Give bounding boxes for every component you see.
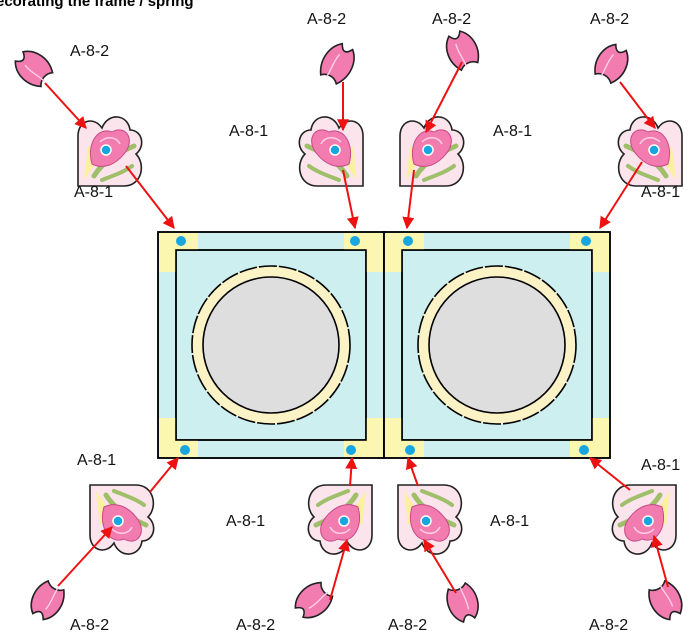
- label-petal: A-8-2: [432, 11, 471, 28]
- arrow: [589, 457, 631, 491]
- placement-dots: [176, 236, 591, 455]
- placement-dot: [405, 445, 415, 455]
- right-frame: [383, 231, 611, 459]
- arrow: [342, 169, 359, 230]
- arrow: [599, 161, 643, 230]
- corner-piece-bottom-2: [308, 485, 372, 554]
- label-corner: A-8-1: [493, 123, 532, 140]
- label-petal: A-8-2: [589, 617, 628, 633]
- arrow: [619, 81, 656, 129]
- label-petal: A-8-2: [388, 617, 427, 633]
- corner-piece-bottom-4: [612, 485, 676, 554]
- corner-piece-bottom-3: [398, 485, 462, 554]
- petal-bottom-3: [442, 580, 484, 626]
- arrow: [44, 82, 87, 129]
- placement-dot: [581, 236, 591, 246]
- petal-top-1: [8, 44, 58, 92]
- placement-dot: [403, 236, 413, 246]
- placement-dot: [180, 445, 190, 455]
- arrow: [405, 456, 419, 487]
- label-petal: A-8-2: [70, 617, 109, 633]
- label-corner: A-8-1: [490, 513, 529, 530]
- label-corner: A-8-1: [229, 123, 268, 140]
- corner-piece-top-1: [78, 117, 142, 186]
- arrow: [402, 169, 415, 230]
- label-corner: A-8-1: [641, 184, 680, 201]
- corner-piece-top-2: [299, 117, 363, 186]
- placement-dot: [346, 445, 356, 455]
- arrow: [125, 165, 175, 229]
- arrow: [345, 456, 358, 487]
- corner-piece-top-3: [400, 117, 464, 186]
- petal-top-3: [440, 26, 484, 74]
- left-frame: [157, 231, 385, 459]
- label-petal: A-8-2: [70, 43, 109, 60]
- petal-bottom-2: [288, 577, 338, 625]
- arrow: [149, 457, 179, 493]
- label-corner: A-8-1: [641, 457, 680, 474]
- petal-top-2: [314, 38, 362, 88]
- label-corner: A-8-1: [226, 513, 265, 530]
- label-corner: A-8-1: [77, 452, 116, 469]
- label-corner: A-8-1: [74, 184, 113, 201]
- labels: A-8-2 A-8-2 A-8-2 A-8-2 A-8-1 A-8-1 A-8-…: [70, 11, 680, 633]
- corner-piece-top-4: [618, 117, 682, 186]
- arrow: [425, 61, 463, 134]
- placement-dot: [350, 236, 360, 246]
- label-petal: A-8-2: [307, 11, 346, 28]
- petal-bottom-4: [643, 577, 689, 625]
- placement-dot: [579, 445, 589, 455]
- page-title: ecorating the frame / spring: [0, 0, 194, 10]
- corner-piece-bottom-1: [90, 485, 154, 554]
- label-petal: A-8-2: [590, 11, 629, 28]
- label-petal: A-8-2: [236, 617, 275, 633]
- petal-bottom-1: [24, 577, 70, 625]
- petal-top-4: [589, 39, 635, 87]
- arrows: [44, 61, 669, 601]
- arrow: [57, 526, 113, 587]
- placement-dot: [176, 236, 186, 246]
- arrow: [329, 538, 350, 601]
- arrow: [423, 538, 457, 594]
- arrow: [651, 534, 669, 588]
